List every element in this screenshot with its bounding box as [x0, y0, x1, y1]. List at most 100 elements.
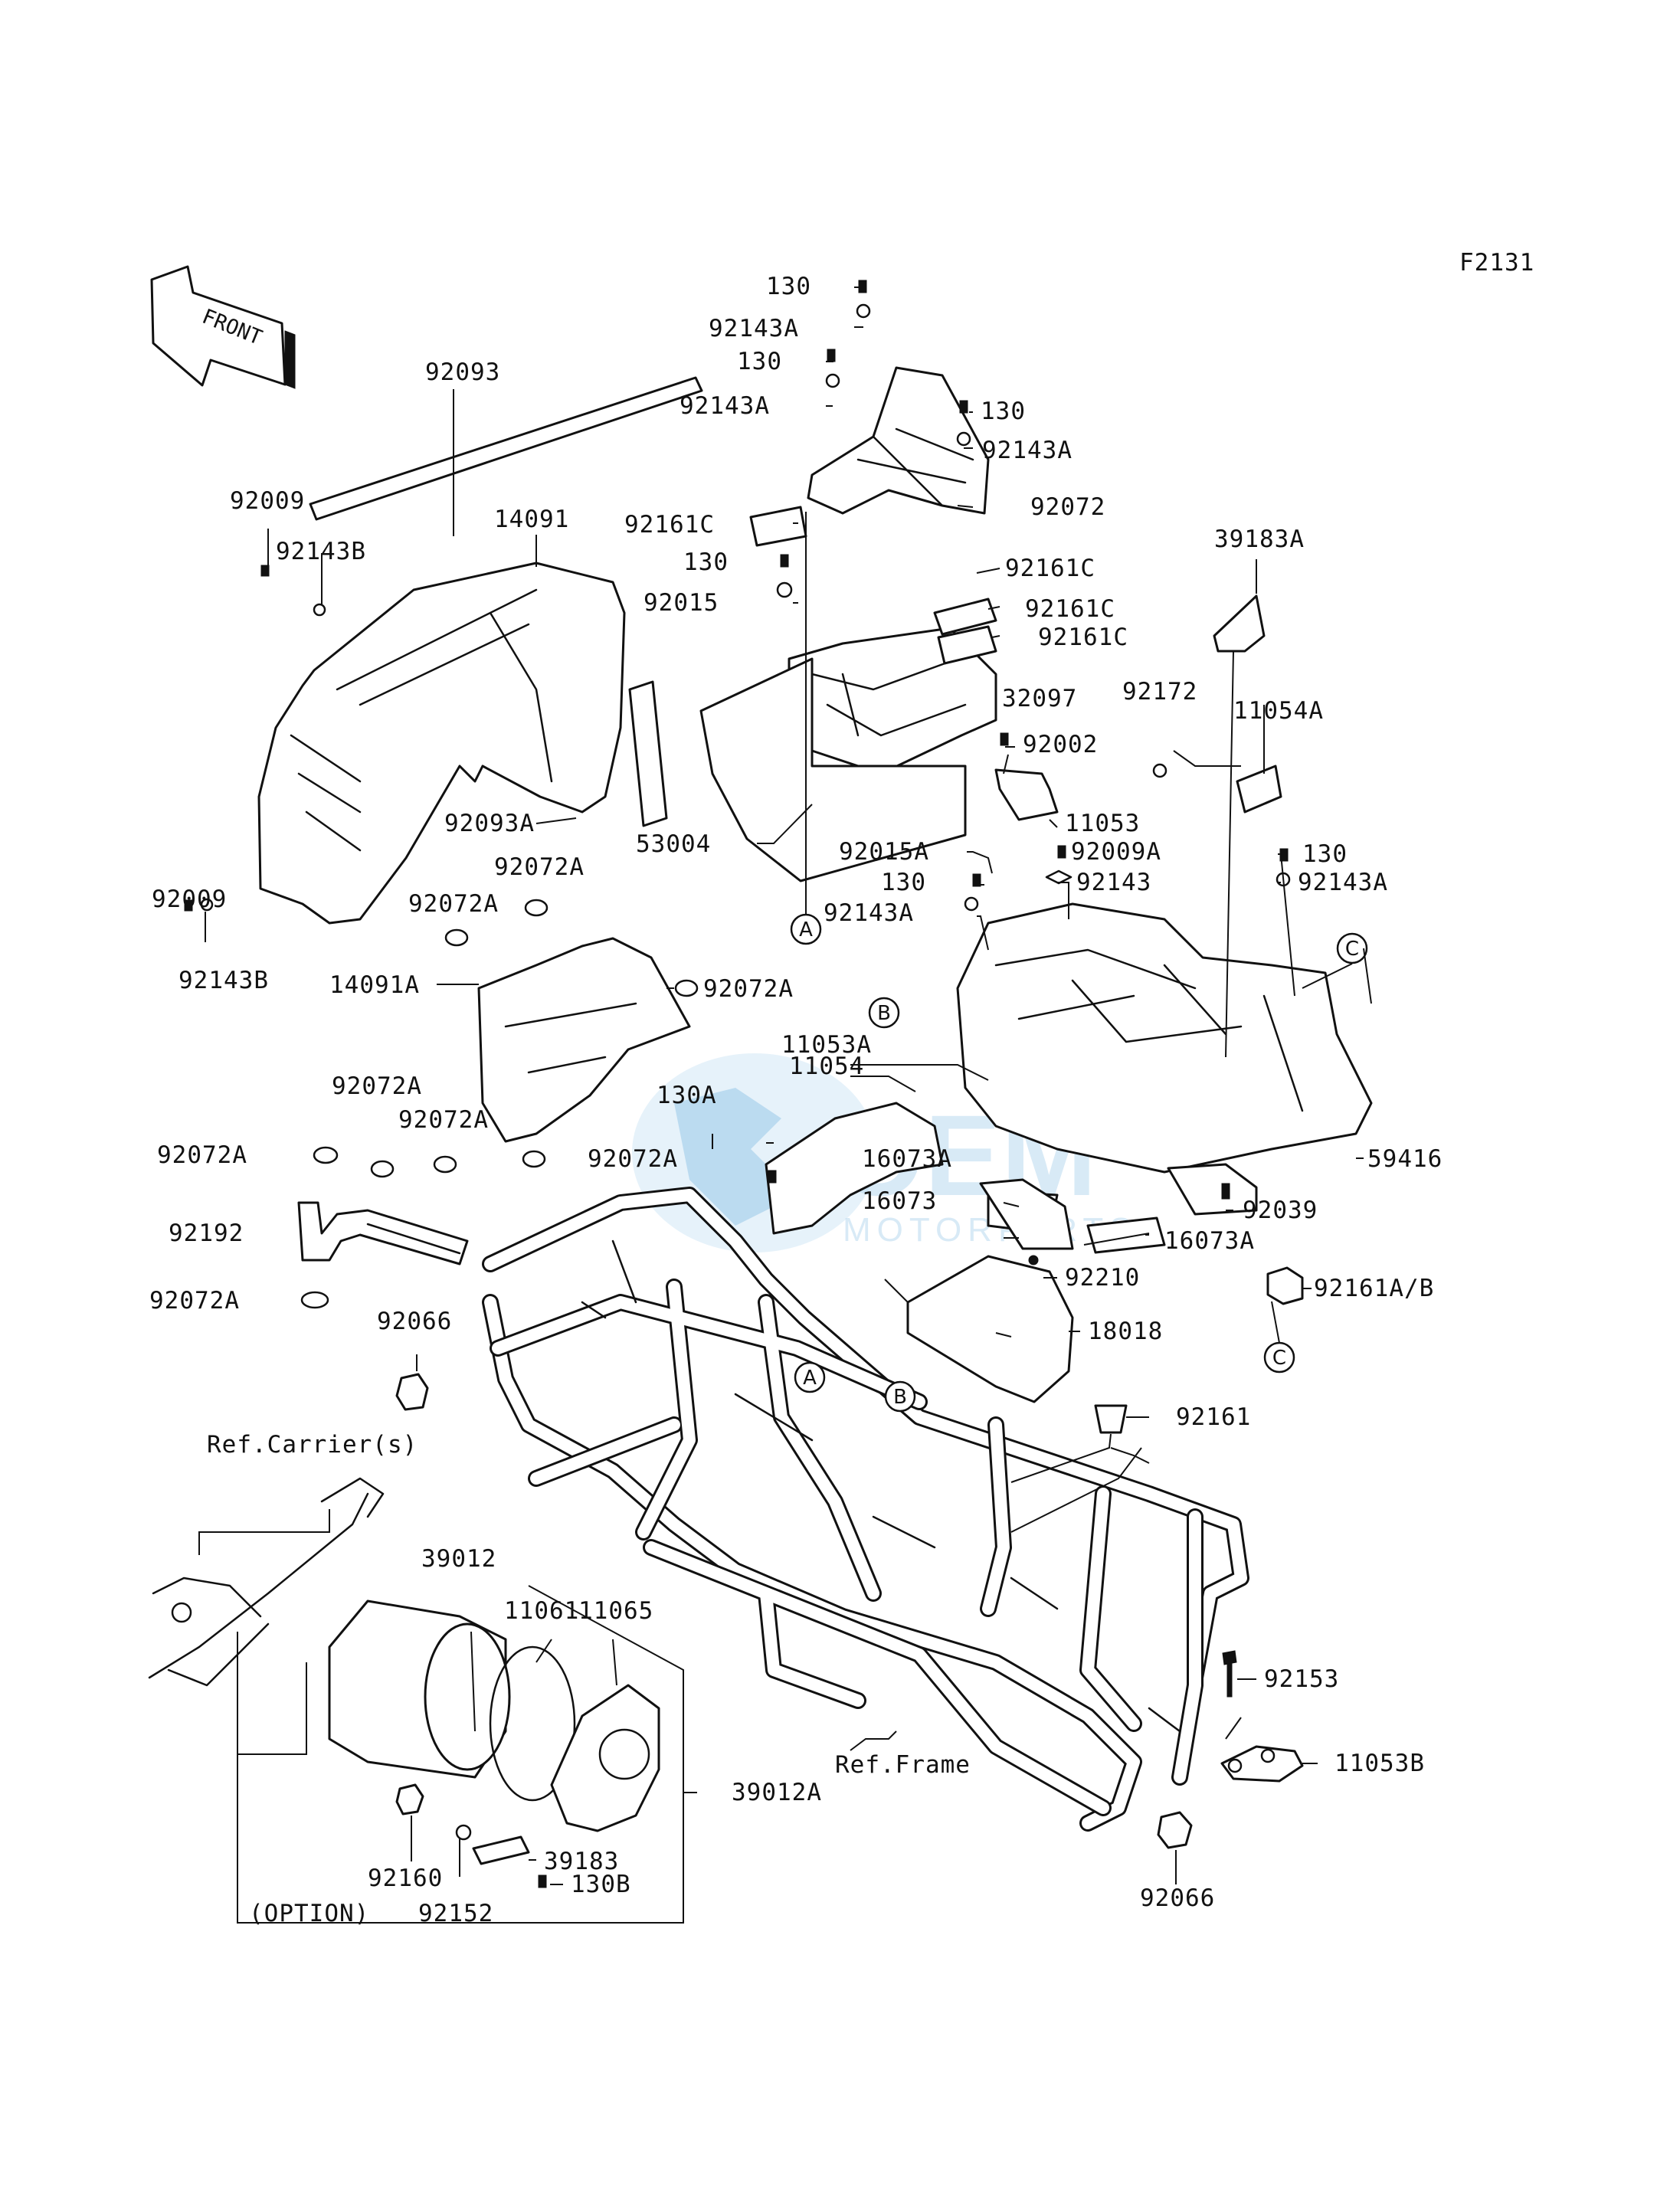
label-92039: 92039 — [1243, 1197, 1318, 1224]
label-92160: 92160 — [368, 1865, 443, 1892]
label-92015: 92015 — [644, 589, 719, 617]
label-130A: 130A — [657, 1082, 717, 1109]
label-53004: 53004 — [636, 830, 711, 858]
label-130-6: 130 — [881, 869, 926, 896]
label-92143A-1: 92143A — [709, 315, 799, 342]
label-18018: 18018 — [1088, 1318, 1163, 1345]
mount-92066-2 — [1157, 1811, 1193, 1849]
label-130-5: 130 — [1302, 840, 1348, 868]
ref-markers: A A B B C C — [790, 913, 1368, 1413]
label-14091: 14091 — [494, 506, 569, 533]
label-14091A: 14091A — [329, 971, 420, 999]
label-ref-carrier: Ref.Carrier(s) — [207, 1431, 418, 1459]
pad-92161C-3 — [937, 625, 997, 665]
label-92143A-3: 92143A — [982, 437, 1073, 464]
label-92143: 92143 — [1076, 869, 1151, 896]
bolt-92153 — [1222, 1650, 1237, 1698]
label-11053A: 11053A — [781, 1031, 872, 1059]
label-92152: 92152 — [418, 1900, 493, 1927]
label-59416: 59416 — [1367, 1145, 1443, 1173]
label-92066-2: 92066 — [1140, 1884, 1215, 1912]
label-92161AB: 92161A/B — [1314, 1275, 1434, 1302]
pad-92161C-1 — [749, 506, 807, 547]
label-39183A: 39183A — [1214, 526, 1305, 553]
label-92143A-2: 92143A — [680, 392, 770, 420]
label-92072A-1: 92072A — [494, 853, 585, 881]
label-39012A: 39012A — [732, 1779, 822, 1806]
hook-39183 — [472, 1835, 530, 1865]
label-92161: 92161 — [1176, 1403, 1251, 1431]
pad-53004 — [699, 657, 967, 882]
canister-rim — [424, 1622, 511, 1771]
ref-marker-a-2: A — [803, 1367, 817, 1390]
mud-guard-59416 — [956, 902, 1373, 1174]
ref-marker-c-1: C — [1345, 938, 1359, 961]
label-92072A-3: 92072A — [703, 975, 794, 1003]
label-39183: 39183 — [544, 1848, 619, 1875]
label-ref-frame: Ref.Frame — [835, 1751, 971, 1779]
label-92161C-2: 92161C — [1005, 555, 1095, 582]
label-92161C-1: 92161C — [624, 511, 715, 539]
washer-92152 — [455, 1824, 472, 1841]
label-92002: 92002 — [1023, 731, 1098, 758]
gasket-11061 — [489, 1645, 576, 1802]
label-92072A-5: 92072A — [398, 1106, 489, 1134]
label-92072A-8: 92072A — [149, 1287, 240, 1315]
frame — [482, 1187, 1249, 1832]
label-16073A-2: 16073A — [1164, 1227, 1255, 1255]
ref-carrier — [148, 1477, 385, 1687]
label-92161C-3: 92161C — [1025, 595, 1115, 623]
label-92172: 92172 — [1122, 678, 1197, 706]
label-16073: 16073 — [862, 1187, 937, 1215]
label-11061: 11061 — [504, 1597, 579, 1625]
fasteners — [184, 280, 1291, 1888]
option-box — [237, 1585, 684, 1924]
hose-92192 — [297, 1201, 469, 1265]
label-92009-1: 92009 — [230, 487, 305, 515]
label-92093A: 92093A — [444, 810, 535, 837]
seal-strip-92093A — [628, 680, 668, 827]
label-92143A-5: 92143A — [824, 899, 914, 927]
label-11053B: 11053B — [1335, 1750, 1425, 1777]
part-labels: 130 92143A 130 92143A 130 92143A 92072 9… — [149, 273, 1443, 1927]
label-92210: 92210 — [1065, 1264, 1140, 1292]
label-11054: 11054 — [789, 1053, 864, 1080]
label-92072A-2: 92072A — [408, 890, 499, 918]
label-92072A-4: 92072A — [332, 1072, 422, 1100]
label-130-4: 130 — [683, 548, 729, 576]
ref-marker-c-2: C — [1272, 1347, 1286, 1370]
label-92093: 92093 — [425, 359, 500, 386]
label-11053: 11053 — [1065, 810, 1140, 837]
label-92072A-7: 92072A — [588, 1145, 678, 1173]
label-option: (OPTION) — [249, 1900, 369, 1927]
bracket-11053 — [994, 768, 1059, 821]
label-130-2: 130 — [737, 348, 782, 375]
front-arrow-icon: FRONT — [150, 265, 296, 389]
label-92072A-6: 92072A — [157, 1141, 247, 1169]
diagram-code: F2131 — [1459, 249, 1534, 277]
cube-92161AB — [1266, 1266, 1304, 1305]
guard-16073-2 — [1167, 1163, 1258, 1216]
pad-92161C-2 — [933, 598, 997, 636]
damper-92160 — [395, 1783, 424, 1816]
bracket-11053A — [765, 1102, 944, 1235]
label-130-3: 130 — [981, 398, 1026, 425]
label-92143B-1: 92143B — [276, 538, 366, 565]
ref-marker-b-1: B — [877, 1002, 891, 1025]
label-92143B-2: 92143B — [178, 967, 269, 994]
label-92072: 92072 — [1030, 493, 1105, 521]
label-92161C-4: 92161C — [1038, 624, 1128, 651]
label-11054A: 11054A — [1233, 697, 1324, 725]
clamp-group — [300, 899, 699, 1309]
label-130-1: 130 — [766, 273, 811, 300]
plate-18018 — [906, 1255, 1074, 1403]
mount-92066-1 — [395, 1373, 429, 1411]
label-11065: 11065 — [578, 1597, 653, 1625]
label-92066-1: 92066 — [377, 1308, 452, 1335]
leader-lines — [186, 286, 1372, 1885]
label-92009-2: 92009 — [152, 886, 227, 913]
label-32097: 32097 — [1002, 685, 1077, 712]
front-cover-14091 — [257, 562, 626, 925]
label-92015A: 92015A — [839, 838, 929, 866]
cover-14091A — [477, 937, 691, 1143]
